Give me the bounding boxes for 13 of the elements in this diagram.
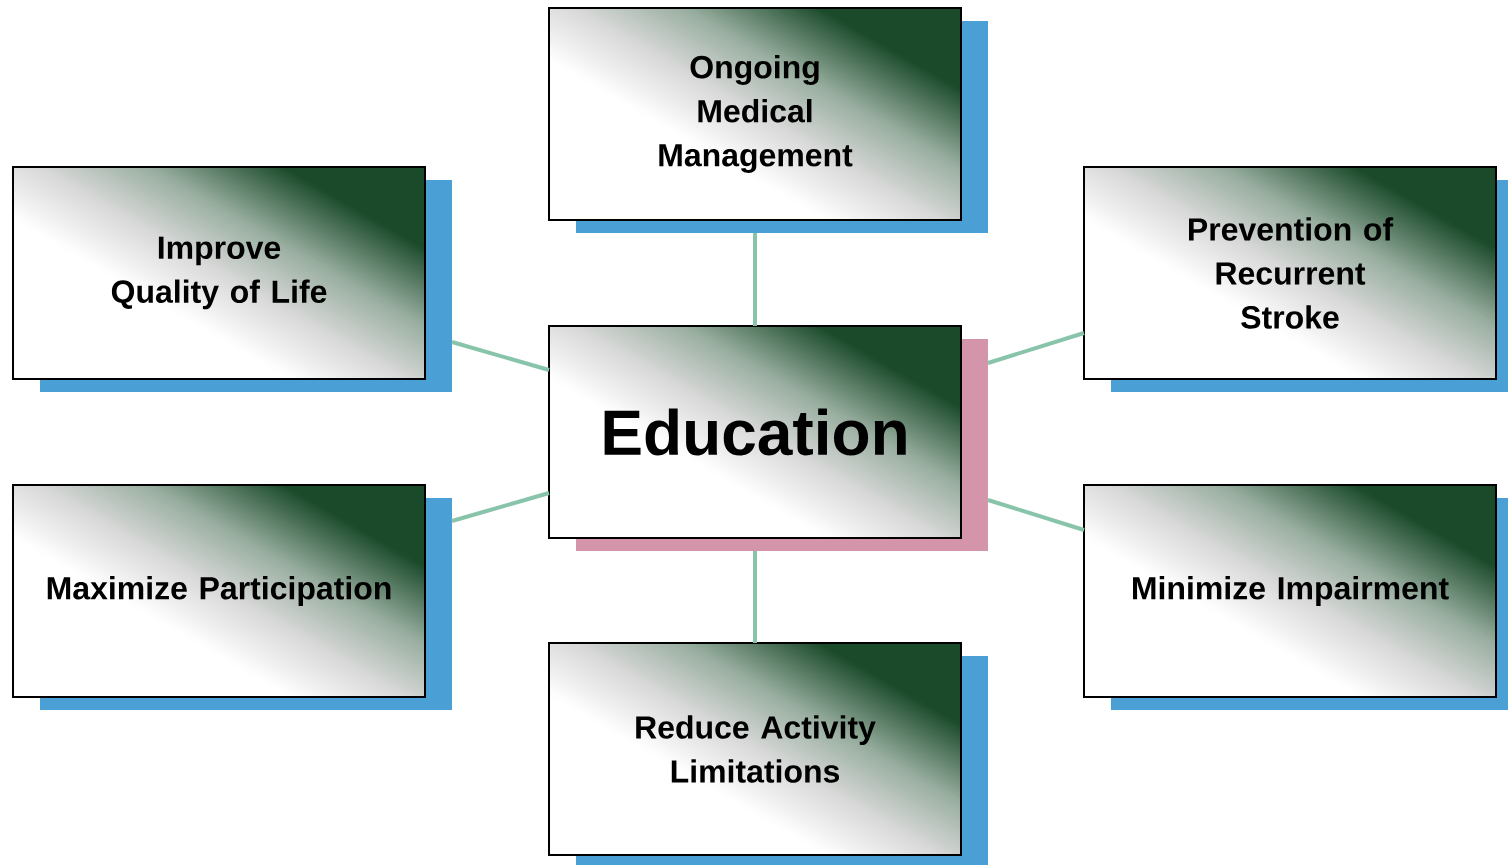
process-box: Improve Quality of Life: [12, 166, 452, 392]
process-box: Ongoing Medical Management: [548, 7, 988, 233]
connector-line: [753, 551, 757, 643]
process-box: Minimize Impairment: [1083, 484, 1508, 710]
connector-line: [451, 340, 550, 372]
connector-line: [753, 233, 757, 326]
process-box: Reduce Activity Limitations: [548, 642, 988, 865]
process-box: Prevention of Recurrent Stroke: [1083, 166, 1508, 392]
connector-line: [987, 498, 1085, 532]
process-box: Education: [548, 325, 988, 551]
connector-line: [987, 331, 1085, 365]
connector-line: [451, 491, 550, 523]
process-box: Maximize Participation: [12, 484, 452, 710]
